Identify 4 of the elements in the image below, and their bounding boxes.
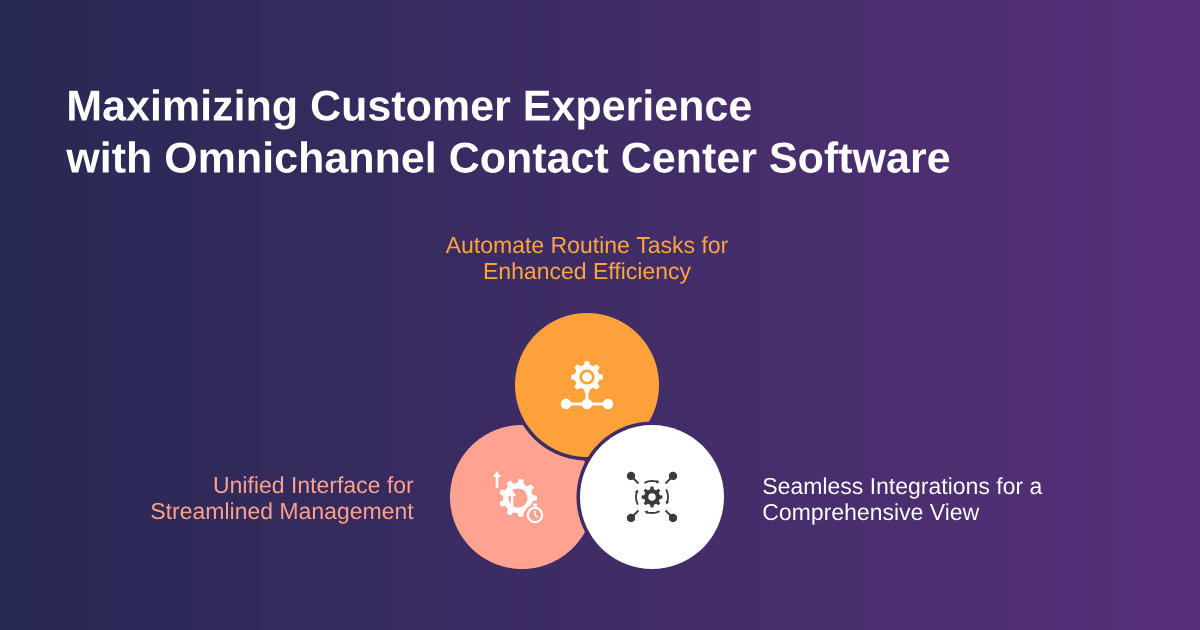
node-caption: Automate Routine Tasks for Enhanced Efficiency	[445, 236, 728, 284]
node-caption: Unified Interface for Streamlined Management	[151, 476, 414, 524]
title: Maximizing Customer Experience with Omnichannel Contact Center Software	[66, 89, 950, 173]
node-caption: Seamless Integrations for a Comprehensive View	[763, 477, 1043, 525]
